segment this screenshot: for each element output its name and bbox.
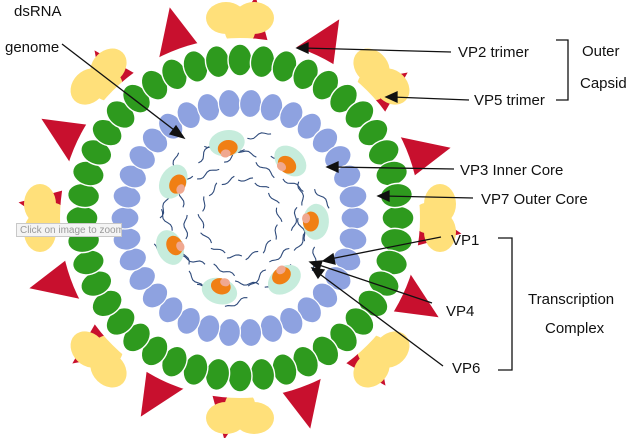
transcription-complex <box>158 164 188 199</box>
arrow-vp6 <box>310 267 444 367</box>
label-vp3-inner-core: VP3 Inner Core <box>460 162 563 179</box>
vp5-trimer <box>353 48 410 105</box>
dsrna-strand <box>269 247 290 263</box>
transcription-complex <box>267 264 301 295</box>
vp7-capsomere <box>227 359 253 393</box>
arrow-vp1 <box>321 236 442 265</box>
dsrna-strand <box>224 297 248 307</box>
dsrna-strand <box>210 247 226 254</box>
dsrna-strand <box>247 269 267 287</box>
arrow-vp7 <box>376 189 474 203</box>
pointer-arrows <box>61 41 474 367</box>
arrow-vp5 <box>384 90 470 104</box>
dsrna-strand <box>297 181 305 206</box>
transcription-complex-bracket <box>498 237 513 371</box>
arrow-vp4 <box>308 260 433 304</box>
label-vp4: VP4 <box>446 303 474 320</box>
label-dsrna-line1: dsRNA <box>14 3 62 20</box>
dsrna-strand <box>226 254 243 259</box>
dsrna-strand <box>160 208 173 231</box>
dsrna-strand <box>197 214 205 229</box>
transcription-complex <box>156 230 185 265</box>
dsrna-strand <box>274 224 278 240</box>
dsrna-strand <box>197 168 220 180</box>
zoom-hint-tooltip[interactable]: Click on image to zoom <box>16 223 122 237</box>
vp1-protein <box>176 184 185 194</box>
dsrna-strand <box>297 217 306 242</box>
dsrna-strand <box>208 182 218 197</box>
dsrna-strand <box>267 192 280 204</box>
dsrna-strand <box>245 250 259 261</box>
arrow-dsrna <box>61 43 186 140</box>
dsrna-strand <box>183 214 188 240</box>
vp1-protein <box>302 213 311 224</box>
arrow-vp3 <box>325 160 455 174</box>
dsrna-strand <box>255 161 275 179</box>
label-vp2-trimer: VP2 trimer <box>458 44 529 61</box>
vp3-inner-core-layer <box>110 88 370 348</box>
vp5-trimer-layer <box>24 2 456 434</box>
dsrna-strand <box>293 230 309 251</box>
dsrna-strand <box>237 177 254 182</box>
dsrna-strand <box>311 246 317 271</box>
label-transcription-line2: Complex <box>545 320 605 337</box>
dsrna-strand <box>213 263 236 277</box>
arrow-vp2 <box>295 41 452 55</box>
transcription-complex <box>302 203 329 240</box>
vp5-trimer <box>70 331 127 388</box>
vp7-outer-core-layer <box>65 43 415 393</box>
label-vp1: VP1 <box>451 232 479 249</box>
vp5-trimer <box>70 48 127 105</box>
label-vp7-outer-core: VP7 Outer Core <box>481 191 588 208</box>
dsrna-strand <box>254 182 270 189</box>
label-outer-capsid-line1: Outer <box>582 43 620 60</box>
label-vp6: VP6 <box>452 360 480 377</box>
dsrna-strand <box>314 188 330 209</box>
dsrna-strand <box>200 232 213 244</box>
label-outer-capsid-line2: Capsid <box>580 75 627 92</box>
outer-capsid-bracket <box>556 39 569 101</box>
vp1-protein <box>176 241 185 252</box>
transcription-complex <box>201 277 238 305</box>
dsrna-strand <box>290 206 298 231</box>
dsrna-strand <box>221 175 235 186</box>
transcription-complexes <box>156 129 329 305</box>
vp1-protein <box>220 278 230 287</box>
vp1-protein <box>276 265 286 275</box>
dsrna-strand <box>182 255 206 265</box>
vp1-protein <box>220 149 231 158</box>
vp7-capsomere <box>381 205 415 231</box>
label-dsrna-line2: genome <box>5 39 59 56</box>
dsrna-strand <box>282 178 304 193</box>
vp3-subunit <box>338 185 368 209</box>
vp7-capsomere <box>227 43 253 77</box>
label-transcription-line1: Transcription <box>528 291 614 308</box>
transcription-complex <box>208 129 245 158</box>
dsrna-strand <box>275 207 283 222</box>
vp1-protein <box>276 162 287 171</box>
dsrna-strand <box>262 239 272 254</box>
dsrna-strand <box>202 196 206 212</box>
dsrna-strand <box>234 280 260 286</box>
dsrna-strand <box>159 195 171 219</box>
transcription-complex <box>274 145 307 177</box>
vp3-subunit <box>340 206 370 230</box>
dsrna-strand <box>247 132 272 140</box>
label-vp5-trimer: VP5 trimer <box>474 92 545 109</box>
